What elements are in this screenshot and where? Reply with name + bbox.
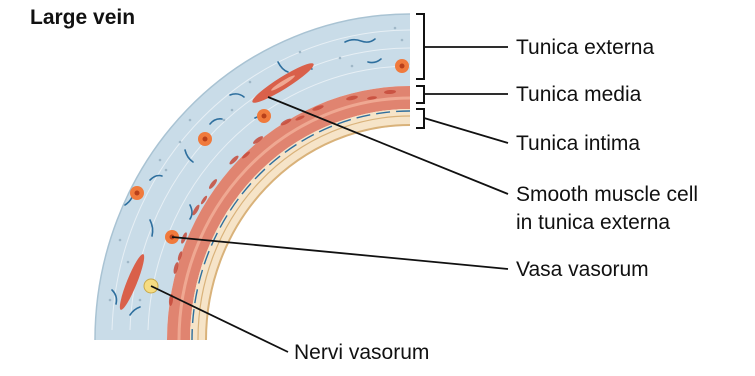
bracket-tunica-media [416, 86, 424, 103]
bracket-tunica-intima [416, 109, 424, 128]
label-nervi-vasorum: Nervi vasorum [294, 340, 429, 365]
label-tunica-intima: Tunica intima [516, 131, 640, 156]
label-tunica-media: Tunica media [516, 82, 641, 107]
label-vasa-vasorum: Vasa vasorum [516, 257, 649, 282]
layer-brackets [416, 14, 424, 128]
label-tunica-externa: Tunica externa [516, 35, 654, 60]
diagram-title: Large vein [30, 6, 135, 30]
label-smooth-muscle-line1: Smooth muscle cell [516, 182, 698, 207]
leader-tunica-intima [424, 118, 508, 143]
bracket-tunica-externa [416, 14, 424, 79]
label-smooth-muscle-line2: in tunica externa [516, 210, 670, 235]
